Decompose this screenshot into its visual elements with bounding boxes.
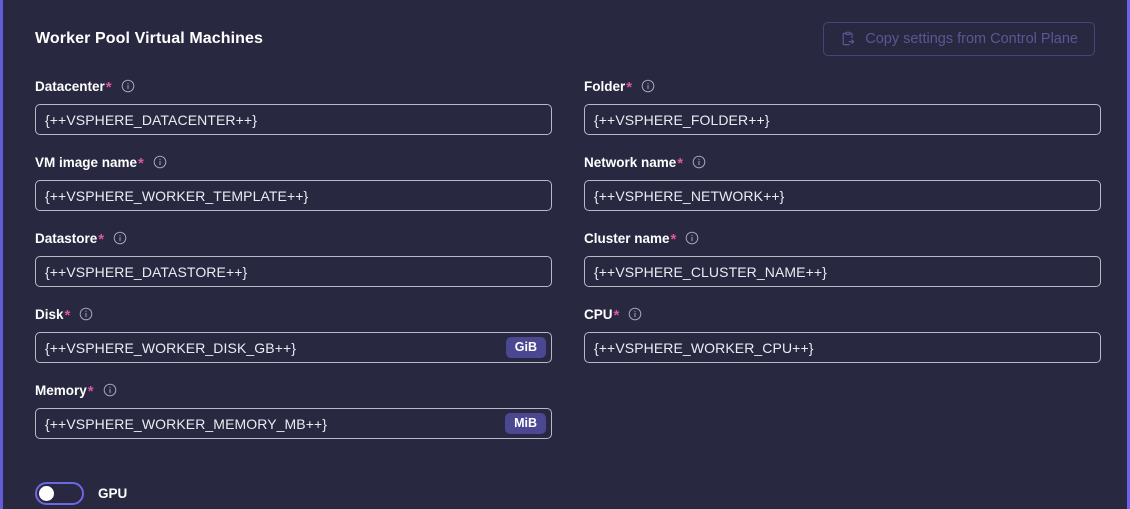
required-asterisk: * bbox=[98, 230, 105, 248]
field-cpu: CPU * {++VSPHERE_WORKER_CPU++} bbox=[584, 304, 1101, 363]
input-cluster-name[interactable]: {++VSPHERE_CLUSTER_NAME++} bbox=[584, 256, 1101, 287]
label-datastore-text: Datastore bbox=[35, 230, 98, 246]
input-disk[interactable]: {++VSPHERE_WORKER_DISK_GB++} GiB bbox=[35, 332, 552, 363]
gpu-toggle-switch[interactable] bbox=[35, 482, 84, 505]
required-asterisk: * bbox=[670, 230, 677, 248]
input-datacenter[interactable]: {++VSPHERE_DATACENTER++} bbox=[35, 104, 552, 135]
label-memory: Memory * bbox=[35, 380, 552, 400]
gpu-toggle-row: GPU bbox=[35, 482, 1095, 505]
input-cpu[interactable]: {++VSPHERE_WORKER_CPU++} bbox=[584, 332, 1101, 363]
input-folder-value: {++VSPHERE_FOLDER++} bbox=[594, 111, 770, 128]
label-disk-text: Disk bbox=[35, 306, 64, 322]
label-vm-image-name: VM image name * bbox=[35, 152, 552, 172]
label-vm-image-name-text: VM image name bbox=[35, 154, 138, 170]
label-cluster-name-text: Cluster name bbox=[584, 230, 670, 246]
required-asterisk: * bbox=[626, 78, 633, 96]
field-vm-image-name: VM image name * {++VSPHERE_WORKER_TEMPLA… bbox=[35, 152, 552, 211]
input-datacenter-value: {++VSPHERE_DATACENTER++} bbox=[45, 111, 257, 128]
unit-badge-gib: GiB bbox=[505, 337, 546, 358]
label-folder-text: Folder bbox=[584, 78, 626, 94]
input-disk-value: {++VSPHERE_WORKER_DISK_GB++} bbox=[45, 339, 297, 356]
info-icon[interactable] bbox=[628, 307, 642, 321]
vm-settings-grid: Datacenter * {++VSPHERE_DATACENTER++} bbox=[35, 76, 1101, 456]
input-memory[interactable]: {++VSPHERE_WORKER_MEMORY_MB++} MiB bbox=[35, 408, 552, 439]
input-cluster-name-value: {++VSPHERE_CLUSTER_NAME++} bbox=[594, 263, 827, 280]
page-title: Worker Pool Virtual Machines bbox=[35, 30, 264, 47]
label-cpu-text: CPU bbox=[584, 306, 613, 322]
input-datastore-value: {++VSPHERE_DATASTORE++} bbox=[45, 263, 248, 280]
required-asterisk: * bbox=[613, 306, 620, 324]
field-network-name: Network name * {++VSPHERE_NETWORK++} bbox=[584, 152, 1101, 211]
input-folder[interactable]: {++VSPHERE_FOLDER++} bbox=[584, 104, 1101, 135]
gpu-toggle-label: GPU bbox=[98, 486, 128, 501]
input-vm-image-name-value: {++VSPHERE_WORKER_TEMPLATE++} bbox=[45, 187, 309, 204]
label-memory-text: Memory bbox=[35, 382, 87, 398]
panel-header: Worker Pool Virtual Machines Copy settin… bbox=[35, 22, 1095, 56]
field-folder: Folder * {++VSPHERE_FOLDER++} bbox=[584, 76, 1101, 135]
field-datacenter: Datacenter * {++VSPHERE_DATACENTER++} bbox=[35, 76, 552, 135]
input-memory-value: {++VSPHERE_WORKER_MEMORY_MB++} bbox=[45, 415, 328, 432]
field-disk: Disk * {++VSPHERE_WORKER_DISK_GB++} GiB bbox=[35, 304, 552, 363]
label-network-name: Network name * bbox=[584, 152, 1101, 172]
label-cpu: CPU * bbox=[584, 304, 1101, 324]
required-asterisk: * bbox=[87, 382, 94, 400]
field-cluster-name: Cluster name * {++VSPHERE_CLUSTER_NAME++… bbox=[584, 228, 1101, 287]
info-icon[interactable] bbox=[79, 307, 93, 321]
label-folder: Folder * bbox=[584, 76, 1101, 96]
required-asterisk: * bbox=[677, 154, 684, 172]
required-asterisk: * bbox=[138, 154, 144, 172]
unit-badge-mib: MiB bbox=[505, 413, 546, 434]
grid-spacer bbox=[584, 380, 1101, 456]
input-datastore[interactable]: {++VSPHERE_DATASTORE++} bbox=[35, 256, 552, 287]
copy-settings-button-label: Copy settings from Control Plane bbox=[865, 31, 1078, 47]
clipboard-export-icon bbox=[840, 31, 856, 47]
info-icon[interactable] bbox=[692, 155, 706, 169]
info-icon[interactable] bbox=[103, 383, 117, 397]
field-memory: Memory * {++VSPHERE_WORKER_MEMORY_MB++} … bbox=[35, 380, 552, 439]
label-disk: Disk * bbox=[35, 304, 552, 324]
label-network-name-text: Network name bbox=[584, 154, 677, 170]
label-datacenter: Datacenter * bbox=[35, 76, 552, 96]
input-network-name-value: {++VSPHERE_NETWORK++} bbox=[594, 187, 785, 204]
info-icon[interactable] bbox=[153, 155, 167, 169]
required-asterisk: * bbox=[105, 78, 112, 96]
info-icon[interactable] bbox=[685, 231, 699, 245]
copy-settings-from-control-plane-button[interactable]: Copy settings from Control Plane bbox=[823, 22, 1095, 56]
info-icon[interactable] bbox=[113, 231, 127, 245]
input-vm-image-name[interactable]: {++VSPHERE_WORKER_TEMPLATE++} bbox=[35, 180, 552, 211]
info-icon[interactable] bbox=[121, 79, 135, 93]
label-cluster-name: Cluster name * bbox=[584, 228, 1101, 248]
input-cpu-value: {++VSPHERE_WORKER_CPU++} bbox=[594, 339, 814, 356]
info-icon[interactable] bbox=[641, 79, 655, 93]
field-datastore: Datastore * {++VSPHERE_DATASTORE++} bbox=[35, 228, 552, 287]
required-asterisk: * bbox=[64, 306, 71, 324]
input-network-name[interactable]: {++VSPHERE_NETWORK++} bbox=[584, 180, 1101, 211]
label-datastore: Datastore * bbox=[35, 228, 552, 248]
toggle-knob bbox=[39, 486, 54, 501]
label-datacenter-text: Datacenter bbox=[35, 78, 105, 94]
